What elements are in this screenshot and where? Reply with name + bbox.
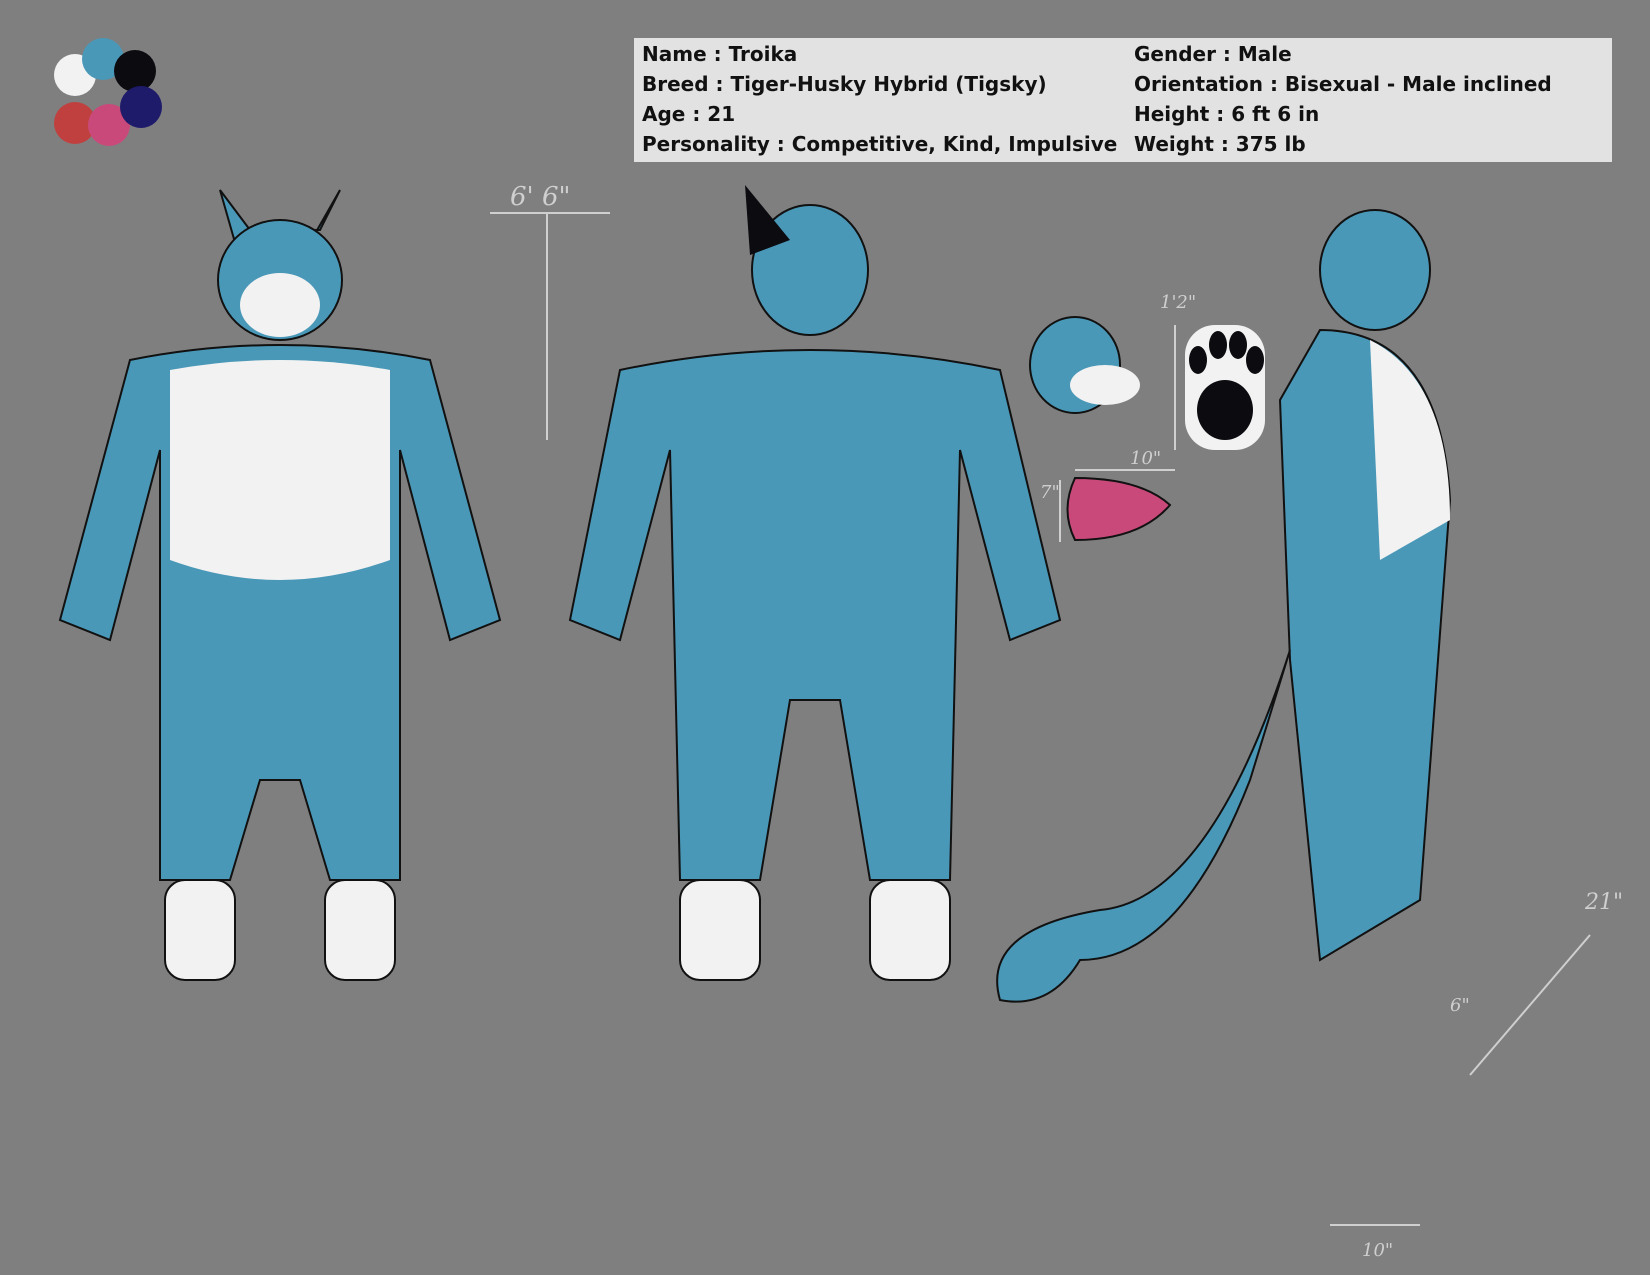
info-orientation: Orientation : Bisexual - Male inclined <box>1134 72 1552 96</box>
back-view-figure <box>568 185 1062 981</box>
info-name: Name : Troika <box>642 42 798 66</box>
girth-measurement: 6" <box>1450 995 1470 1016</box>
info-weight: Weight : 375 lb <box>1134 132 1306 156</box>
head-detail <box>1029 316 1140 414</box>
length-measurement: 21" <box>1585 890 1624 915</box>
swatch-black <box>114 50 156 92</box>
info-height: Height : 6 ft 6 in <box>1134 102 1320 126</box>
side-view-figure <box>996 209 1452 1003</box>
info-breed: Breed : Tiger-Husky Hybrid (Tigsky) <box>642 72 1047 96</box>
info-personality: Personality : Competitive, Kind, Impulsi… <box>642 132 1118 156</box>
character-info-panel: Name : Troika Gender : Male Breed : Tige… <box>634 38 1612 162</box>
tongue-width-measurement: 10" <box>1130 448 1162 469</box>
tongue-height-measurement: 7" <box>1040 482 1060 503</box>
base-width-measurement: 10" <box>1362 1240 1394 1261</box>
paw-pad-detail <box>1185 325 1265 450</box>
measurement-lines <box>490 212 1591 1226</box>
head-measurement: 1'2" <box>1160 292 1197 313</box>
front-view-figure <box>58 189 502 981</box>
height-measurement: 6' 6" <box>510 182 571 212</box>
swatch-navy <box>120 86 162 128</box>
info-gender: Gender : Male <box>1134 42 1292 66</box>
info-age: Age : 21 <box>642 102 736 126</box>
tongue-detail <box>1066 476 1172 542</box>
